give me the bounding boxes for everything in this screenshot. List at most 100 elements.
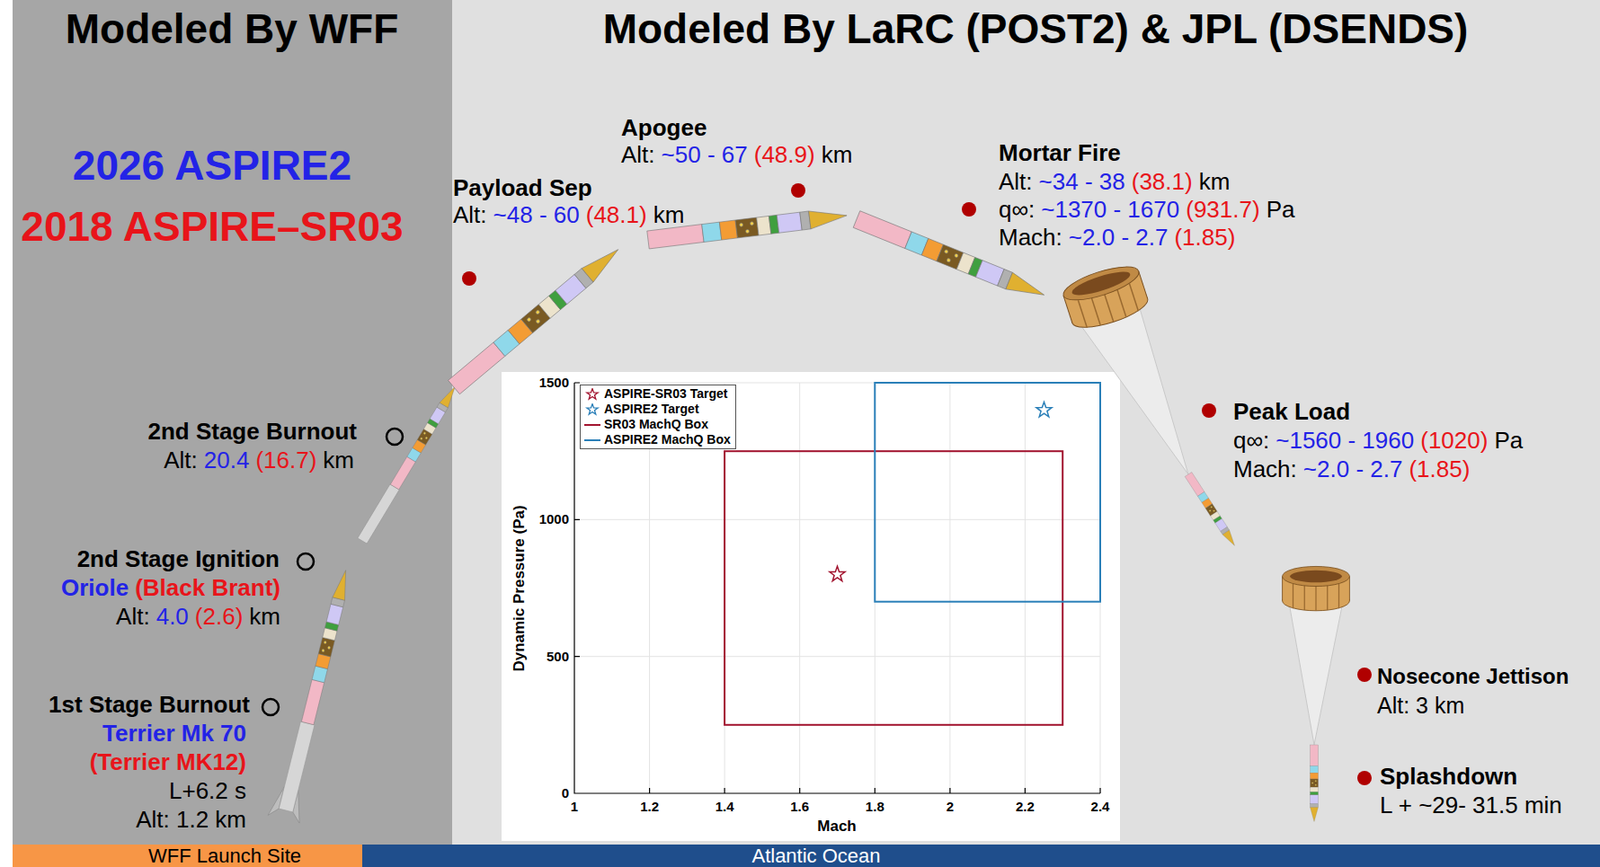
chart-axes [574,382,1101,794]
legend-row: SR03 MachQ Box [583,417,731,433]
event-label: ~50 - 67 [661,142,748,169]
event-marker-dot [791,183,806,198]
legend-sample [583,388,602,401]
label-line: Payload Sep [453,175,593,203]
label-line: 2.4 [1091,799,1111,815]
label-line: Alt: 3 km [1377,693,1465,720]
label-line: (Terrier MK12) [89,749,247,777]
legend-text: ASPIRE2 MachQ Box [604,432,731,448]
tick-label: 0 [561,785,569,801]
event-label: 2nd Stage Burnout [147,418,357,446]
label-line: Mach:~2.0 - 2.7(1.85) [998,224,1236,252]
legend-sample [583,434,602,447]
launch-vehicle [301,568,352,726]
event-label: Oriole [61,575,129,603]
legend-text: ASPIRE-SR03 Target [604,386,728,402]
label-line: Splashdown [1379,764,1518,792]
event-label: (1020) [1420,427,1488,455]
tick-label: 1.4 [715,799,735,815]
legend-sample [583,418,602,432]
event-label: Alt: [998,168,1033,196]
tick-label: 1.6 [790,799,809,815]
label-line: Alt:~34 - 38(38.1)km [998,168,1230,196]
event-label: Payload Sep [453,175,593,203]
event-label: (2.6) [195,604,243,632]
legend-sample [586,403,598,415]
second-stage-rocket [357,484,400,544]
event-label: (48.9) [754,142,816,169]
event-label: Alt: 3 km [1377,693,1465,720]
event-marker-open [386,428,403,445]
event-label: Pa [1493,427,1523,455]
label-line: Mach:~2.0 - 2.7(1.85) [1233,456,1470,484]
label-line: Alt:4.0(2.6)km [115,604,281,632]
event-label: km [653,202,685,230]
event-label: km [821,142,854,169]
event-marker-dot [1201,403,1217,418]
label-line: Peak Load [1233,399,1351,427]
event-label: Alt: [163,447,198,475]
chart-grid [574,382,1101,794]
tick-label: 1 [570,799,578,815]
event-label: ~34 - 38 [1039,168,1126,196]
ring-parachute [1059,260,1152,335]
chart-grid [574,656,1101,658]
second-stage-rocket [390,383,460,490]
label-line: 2.2 [1015,799,1035,815]
label-line: 1.6 [790,799,809,815]
event-label: Mach: [1233,456,1298,484]
event-label: km [1199,168,1231,196]
event-label: (16.7) [255,447,317,475]
legend-row: ASPIRE2 Target [583,401,731,418]
label-line: 2 [946,799,954,815]
label-line: 1500 [539,374,569,391]
event-label: (38.1) [1131,168,1193,196]
tick-label: 500 [546,648,569,665]
aspire2-machq-box [874,382,1101,603]
event-marker-dot [961,202,977,217]
second-stage-rocket [357,383,461,544]
label-line: Oriole(Black Brant) [61,575,281,603]
event-label: ~1370 - 1670 [1040,196,1180,224]
event-label: (Black Brant) [134,575,281,603]
chart-grid [799,382,800,794]
label-line: 2nd Stage Ignition [77,546,280,574]
label-line: Terrier Mk 70 [102,720,247,748]
legend-row: ASPIRE-SR03 Target [583,386,731,402]
label-line: 500 [546,648,569,665]
event-label: ~2.0 - 2.7 [1303,456,1404,484]
event-label: Peak Load [1233,399,1351,427]
payload-rocket [448,242,625,395]
event-label: (48.1) [586,202,648,230]
chart-grid [949,382,951,794]
event-marker-dot [462,271,477,286]
label-line: 1st Stage Burnout [48,692,250,720]
chart-axes [574,382,1101,794]
event-label: (931.7) [1185,196,1260,224]
event-marker-open [262,699,279,716]
chart-grid [574,519,1101,521]
tick-label: 2.2 [1015,799,1035,815]
label-line: q∞:~1560 - 1960(1020)Pa [1233,427,1523,455]
label-line: 1000 [539,511,569,527]
event-label: Mach: [998,224,1063,252]
event-label: Alt: 1.2 km [135,807,247,835]
label-line: L + ~29- 31.5 min [1379,792,1563,820]
event-label: L + ~29- 31.5 min [1379,792,1563,820]
tick-label: 1500 [539,374,569,391]
aspire2-target-star [1036,402,1052,418]
event-label: ~1560 - 1960 [1275,427,1414,455]
event-label: km [248,604,281,632]
band-text: Atlantic Ocean [751,844,880,867]
event-label: 4.0 [156,604,189,632]
legend-sample [583,434,602,447]
label-line: 1.8 [865,799,885,815]
label-line: 1.4 [715,799,735,815]
legend-sample [584,424,601,427]
event-label: (1.85) [1173,224,1236,252]
event-label: Terrier Mk 70 [102,720,247,748]
event-label: Alt: [621,142,656,169]
chart-legend: ASPIRE-SR03 TargetASPIRE2 TargetSR03 Mac… [579,384,737,450]
chart-axes [574,382,1101,794]
label-line: q∞:~1370 - 1670(931.7)Pa [998,196,1295,224]
